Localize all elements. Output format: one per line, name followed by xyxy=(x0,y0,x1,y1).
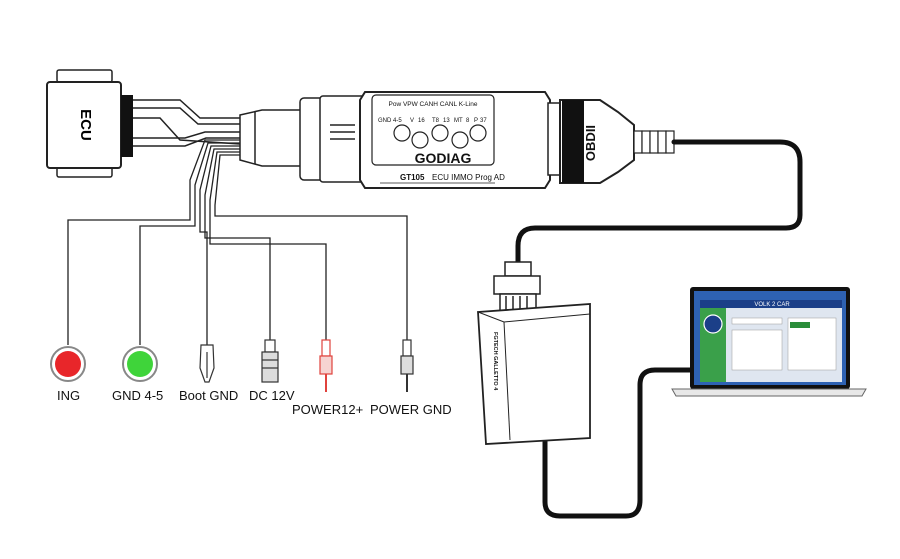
programmer-label: FGTECH GALLETTO 4 xyxy=(492,332,498,391)
adapter-model: GT105 xyxy=(400,173,425,182)
harness-connector xyxy=(239,95,366,183)
pin-label-gnd: GND xyxy=(378,118,392,124)
boot-gnd-clip-terminal xyxy=(199,344,215,383)
obd-connector: OBDII xyxy=(559,99,675,184)
obd-label: OBDII xyxy=(583,125,598,161)
pin-label-t8: T8 xyxy=(432,118,440,124)
label-ing: ING xyxy=(57,388,81,403)
pin-label-37: 37 xyxy=(480,118,487,124)
label-gnd-4-5: GND 4-5 xyxy=(112,388,164,403)
label-boot-gnd: Boot GND xyxy=(179,388,239,403)
fgtech-programmer: FGTECH GALLETTO 4 xyxy=(477,303,591,445)
label-dc-12v: DC 12V xyxy=(249,388,295,403)
cables xyxy=(515,139,803,519)
adapter-brand: GODIAG xyxy=(415,150,472,166)
adapter-pin-circles xyxy=(393,124,487,149)
pin-label-mt: MT xyxy=(454,118,463,124)
ecu-harness xyxy=(133,99,241,147)
breakout-wires xyxy=(67,139,408,345)
power12-plug-terminal xyxy=(319,339,333,392)
power-gnd-plug-terminal xyxy=(400,339,414,392)
label-power12: POWER12+ xyxy=(292,402,364,417)
pin-label-16: 16 xyxy=(418,118,425,124)
pin-label-4-5: 4-5 xyxy=(393,118,402,124)
pin-label-p: P xyxy=(474,118,478,124)
label-power-gnd: POWER GND xyxy=(370,402,452,417)
godiag-adapter: Pow VPW CANH CANL K-Line GND 4-5 V 16 T8… xyxy=(359,91,563,189)
laptop-screen-title: VOLK 2 CAR xyxy=(754,302,790,308)
pin-label-8: 8 xyxy=(466,118,470,124)
ecu-unit: ECU xyxy=(46,69,133,178)
gnd45-button-terminal xyxy=(122,346,158,382)
pin-label-v: V xyxy=(410,118,414,124)
ing-button-terminal xyxy=(50,346,86,382)
db-connector xyxy=(493,261,541,313)
dc12v-plug-terminal xyxy=(261,339,279,383)
pin-label-13: 13 xyxy=(443,118,450,124)
adapter-pin-header: Pow VPW CANH CANL K-Line xyxy=(389,101,478,108)
adapter-subtitle: ECU IMMO Prog AD xyxy=(432,173,505,182)
laptop: VOLK 2 CAR xyxy=(671,287,867,397)
ecu-label: ECU xyxy=(77,109,94,141)
